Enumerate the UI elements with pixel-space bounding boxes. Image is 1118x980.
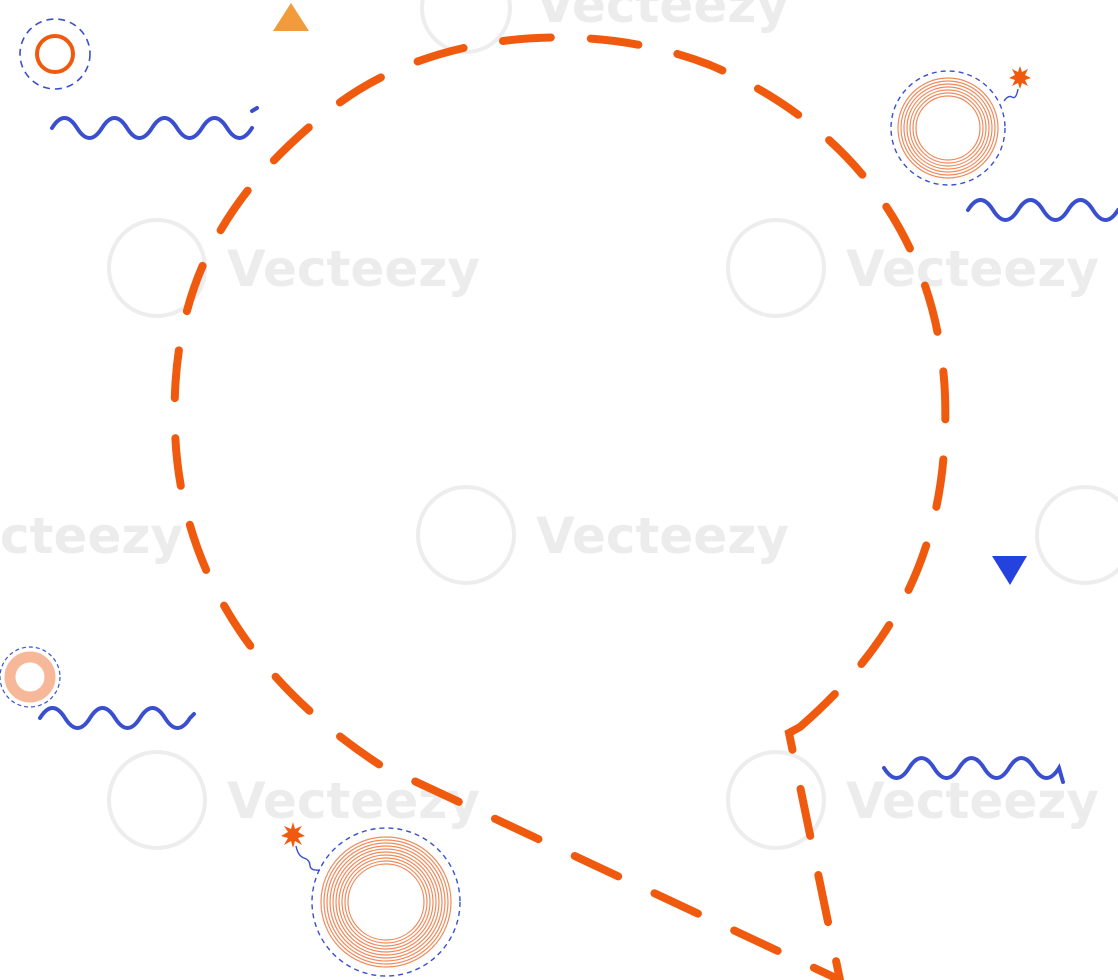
- spark-icon: [1003, 66, 1031, 102]
- watermark-text: Vecteezy: [846, 772, 1099, 830]
- watermark-2: Vecteezy: [726, 218, 1099, 318]
- spark-icon: [281, 822, 321, 871]
- triangle-icon: [273, 3, 309, 31]
- watermark-layer: Vecteezy Vecteezy Vecteezy cteezy Vectee…: [0, 0, 1118, 850]
- wave-line-icon: [966, 198, 1118, 222]
- spiral-ring-icon: [890, 70, 1006, 186]
- watermark-text: Vecteezy: [227, 772, 480, 830]
- watermark-text: Vecteezy: [846, 240, 1099, 298]
- watermark-6: Vecteezy: [107, 750, 480, 850]
- watermark-text: Vecteezy: [536, 507, 789, 565]
- watermark-text: Vecteezy: [227, 240, 480, 298]
- spiral-ring-icon: [311, 827, 461, 977]
- triangle-icon: [992, 556, 1027, 585]
- watermark-text: Vecteezy: [536, 0, 789, 34]
- wave-line-icon: [50, 106, 259, 140]
- watermark-1: Vecteezy: [107, 218, 480, 318]
- wave-line-icon: [882, 756, 1065, 784]
- dashed-speech-bubble: [170, 33, 950, 980]
- watermark-text: cteezy: [0, 507, 183, 565]
- target-ring-icon: [0, 646, 61, 708]
- watermark-3: Vecteezy: [416, 485, 789, 585]
- watermark-5: [1035, 485, 1118, 585]
- watermark-4: cteezy: [0, 507, 183, 565]
- target-ring-icon: [19, 18, 91, 90]
- wave-line-icon: [38, 706, 196, 730]
- watermark-8: Vecteezy: [420, 0, 789, 54]
- watermark-7: Vecteezy: [726, 750, 1099, 850]
